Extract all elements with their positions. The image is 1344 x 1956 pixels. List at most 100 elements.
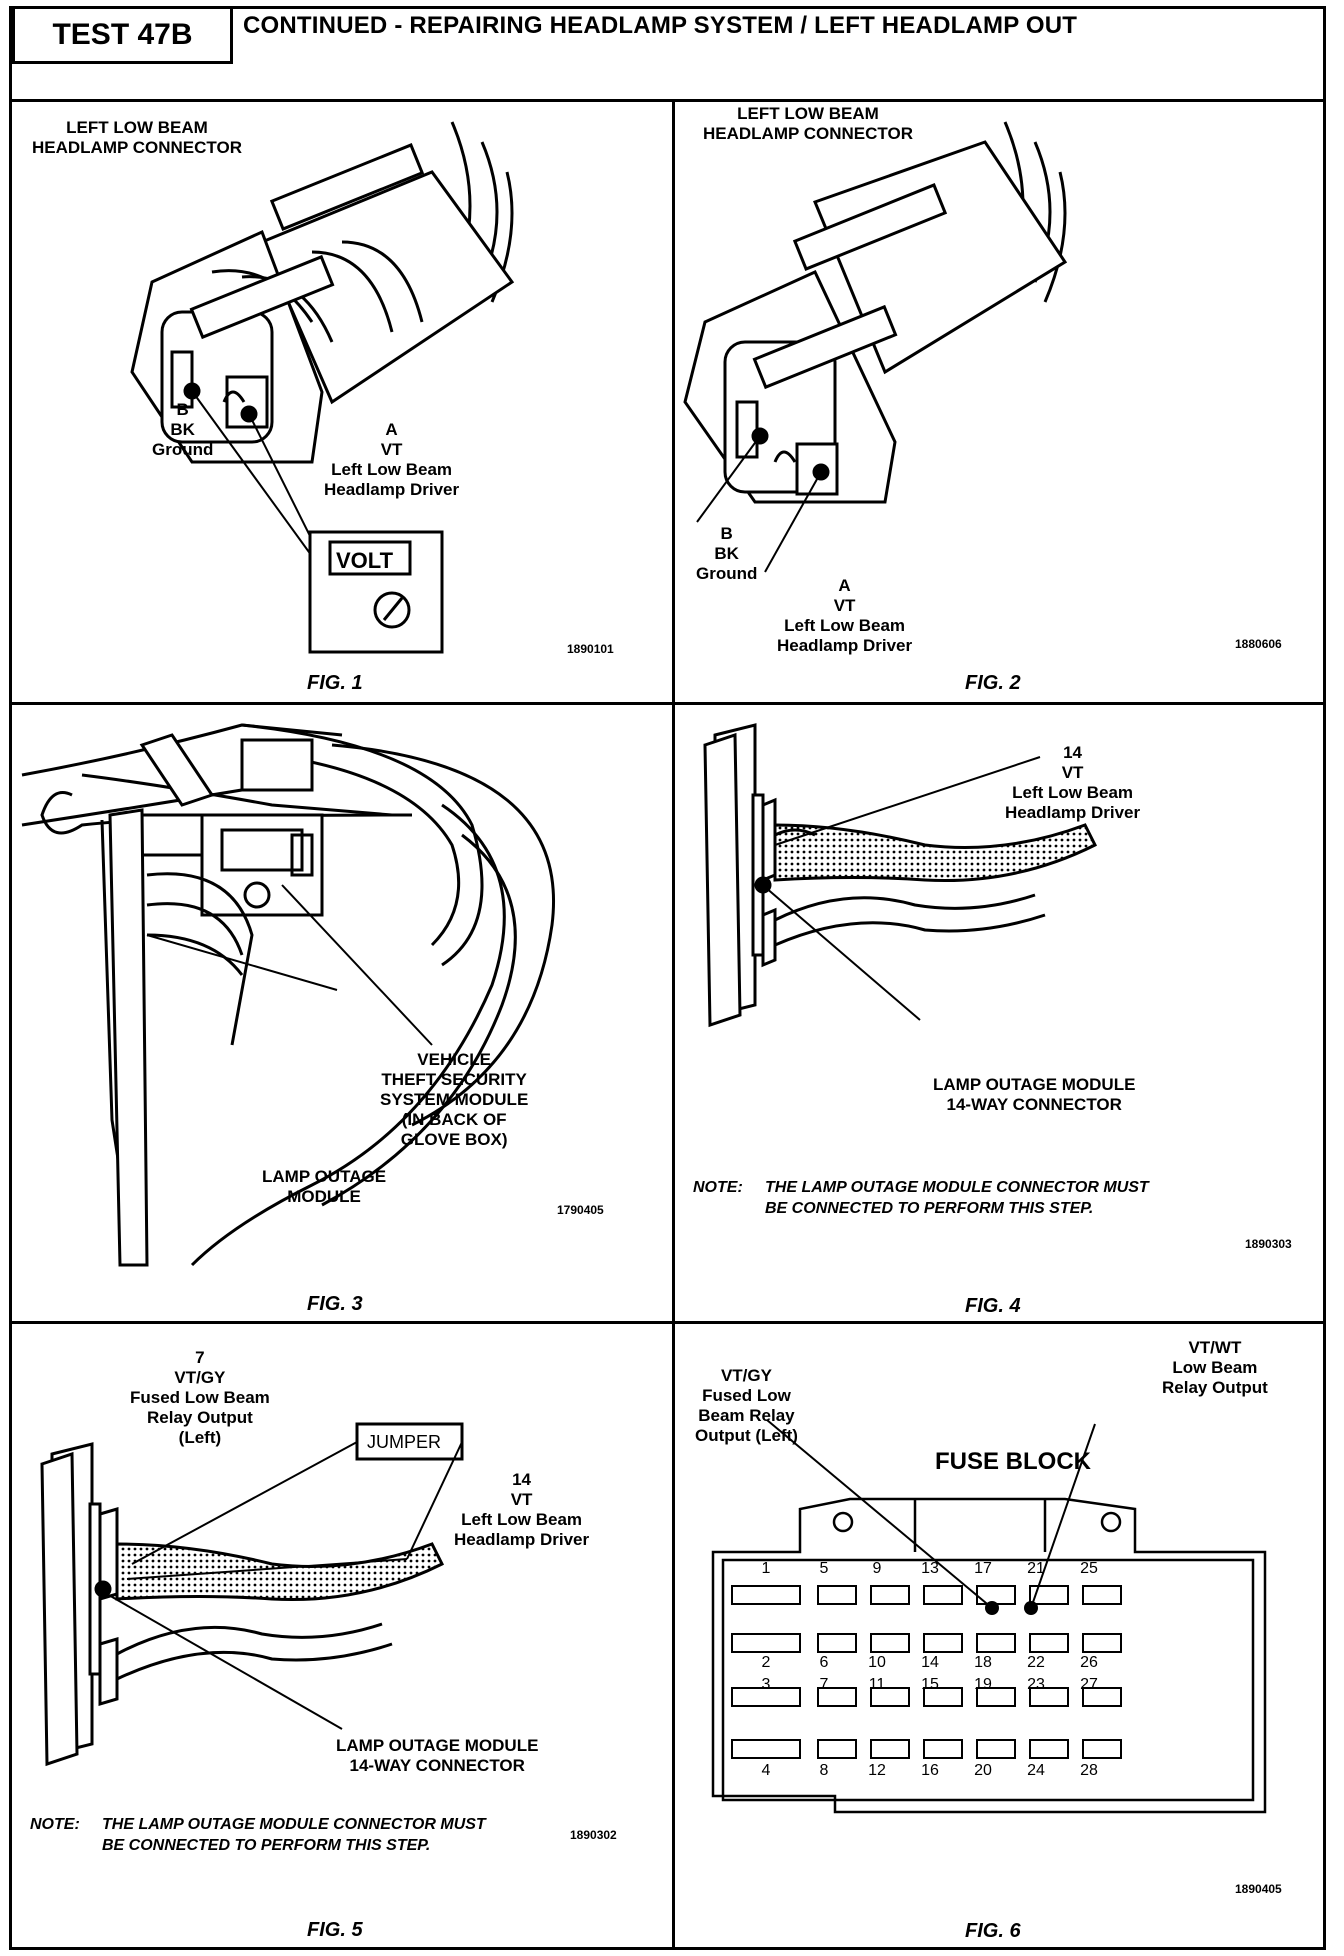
fuse-slot — [817, 1585, 857, 1605]
fuse-number: 18 — [974, 1654, 992, 1671]
fuse-slot — [923, 1687, 963, 1707]
fuse-number: 19 — [974, 1676, 992, 1693]
fig6-probe-dot-left — [985, 1601, 999, 1615]
fuse-slot — [870, 1633, 910, 1653]
fuse-slot — [1082, 1585, 1122, 1605]
header-divider — [9, 99, 1326, 102]
fuse-number: 15 — [921, 1676, 939, 1693]
fig5-note: NOTE: THE LAMP OUTAGE MODULE CONNECTOR M… — [30, 1814, 486, 1854]
fuse-number: 8 — [819, 1762, 829, 1779]
fuse-slot — [976, 1633, 1016, 1653]
fuse-slot — [1029, 1585, 1069, 1605]
fig3-caption: FIG. 3 — [307, 1293, 363, 1315]
fuse-slot — [817, 1633, 857, 1653]
fig2-image-id: 1880606 — [1235, 637, 1282, 651]
fuse-number: 21 — [1027, 1560, 1045, 1577]
fuse-slots — [731, 1585, 1122, 1759]
fig1-connector-drawing: VOLT — [130, 121, 515, 654]
fuse-slot — [870, 1739, 910, 1759]
fuse-slot — [731, 1687, 801, 1707]
row-divider-2 — [9, 1321, 1326, 1324]
fuse-slot — [976, 1687, 1016, 1707]
row-divider-1 — [9, 702, 1326, 705]
fig6-caption: FIG. 6 — [965, 1920, 1021, 1942]
fig1-caption: FIG. 1 — [307, 672, 363, 694]
fuse-slot — [870, 1687, 910, 1707]
fuse-number: 24 — [1027, 1762, 1045, 1779]
fuse-number: 3 — [761, 1676, 771, 1693]
fig4-note: NOTE: THE LAMP OUTAGE MODULE CONNECTOR M… — [693, 1177, 1149, 1217]
fuse-number: 14 — [921, 1654, 939, 1671]
page-title: CONTINUED - REPAIRING HEADLAMP SYSTEM / … — [243, 12, 1078, 39]
fuse-slot — [1029, 1739, 1069, 1759]
fuse-number: 25 — [1080, 1560, 1098, 1577]
fuse-number: 9 — [872, 1560, 882, 1577]
fuse-number: 11 — [868, 1676, 886, 1693]
fuse-number: 7 — [819, 1676, 829, 1693]
fig2-caption: FIG. 2 — [965, 672, 1021, 694]
voltmeter-label: VOLT — [336, 548, 394, 573]
fig4-image-id: 1890303 — [1245, 1237, 1292, 1251]
fig4-note-prefix: NOTE: — [693, 1179, 743, 1196]
page-frame — [9, 6, 1326, 1950]
fig4-caption: FIG. 4 — [965, 1295, 1021, 1317]
fig6-image-id: 1890405 — [1235, 1882, 1282, 1896]
fig6-probe-dot-right — [1024, 1601, 1038, 1615]
fig5-jumper-drawing: JUMPER — [40, 1422, 464, 1767]
fuse-slot — [923, 1739, 963, 1759]
fig5-image-id: 1890302 — [570, 1828, 617, 1842]
fuse-slot — [1029, 1687, 1069, 1707]
fuse-number: 28 — [1080, 1762, 1098, 1779]
fuse-number: 4 — [761, 1762, 771, 1779]
fuse-number: 26 — [1080, 1654, 1098, 1671]
fuse-slot — [817, 1687, 857, 1707]
fuse-slot — [1082, 1687, 1122, 1707]
fig1-image-id: 1890101 — [567, 642, 614, 656]
fuse-number: 1 — [761, 1560, 771, 1577]
fuse-slot — [731, 1633, 801, 1653]
fuse-slot — [1082, 1739, 1122, 1759]
column-divider — [672, 99, 675, 1950]
fig2-connector-drawing — [683, 121, 1068, 573]
fuse-number: 12 — [868, 1762, 886, 1779]
fig4-module-drawing — [703, 723, 1098, 1028]
fuse-number: 16 — [921, 1762, 939, 1779]
fuse-number: 20 — [974, 1762, 992, 1779]
fuse-number: 10 — [868, 1654, 886, 1671]
fuse-block-title: FUSE BLOCK — [935, 1448, 1091, 1475]
test-label: TEST 47B — [12, 6, 233, 64]
fig3-image-id: 1790405 — [557, 1203, 604, 1217]
fuse-number: 13 — [921, 1560, 939, 1577]
fuse-number: 17 — [974, 1560, 992, 1577]
fuse-slot — [1082, 1633, 1122, 1653]
fuse-block-outline — [711, 1497, 1267, 1814]
fuse-slot — [731, 1739, 801, 1759]
fuse-number: 6 — [819, 1654, 829, 1671]
fuse-slot — [923, 1633, 963, 1653]
fig3-harness-drawing — [21, 723, 555, 1267]
fuse-number: 23 — [1027, 1676, 1045, 1693]
fig5-caption: FIG. 5 — [307, 1919, 363, 1941]
fuse-slot — [976, 1739, 1016, 1759]
fuse-number: 2 — [761, 1654, 771, 1671]
jumper-label: JUMPER — [367, 1432, 441, 1452]
fuse-number: 27 — [1080, 1676, 1098, 1693]
